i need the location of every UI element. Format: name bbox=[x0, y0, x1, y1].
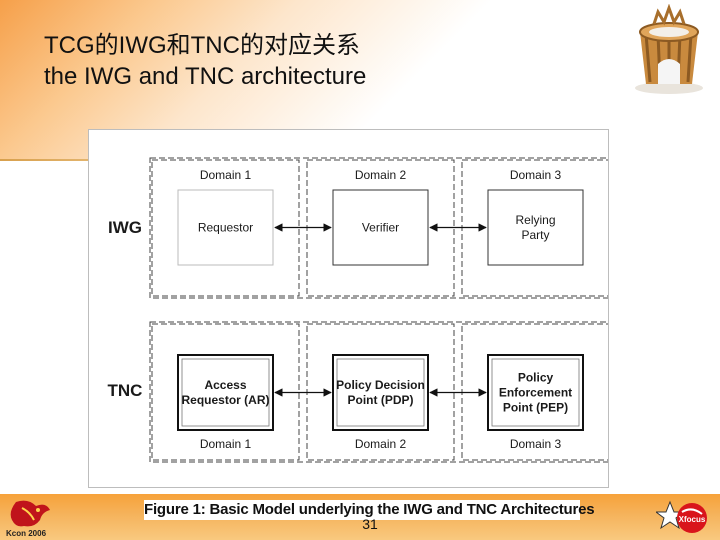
component-label-iwg-1: Requestor bbox=[198, 221, 253, 235]
row-label-tnc: TNC bbox=[108, 381, 143, 400]
component-inner-border-tnc-3 bbox=[491, 358, 580, 427]
component-label-tnc-1: Requestor (AR) bbox=[181, 393, 269, 407]
component-box-iwg-3 bbox=[487, 189, 584, 266]
component-box-tnc-1 bbox=[177, 354, 274, 431]
domain-label-iwg-3: Domain 3 bbox=[510, 168, 562, 182]
component-box-tnc-3 bbox=[487, 354, 584, 431]
row-label-iwg: IWG bbox=[108, 218, 142, 237]
figure-caption-box: Figure 1: Basic Model underlying the IWG… bbox=[144, 500, 595, 520]
figure-caption: Figure 1: Basic Model underlying the IWG… bbox=[144, 501, 595, 518]
event-logo-icon bbox=[10, 500, 51, 527]
component-label-tnc-3: Policy bbox=[518, 371, 554, 385]
component-label-iwg-3: Party bbox=[521, 228, 549, 242]
component-box-tnc-2 bbox=[332, 354, 429, 431]
component-box-iwg-2 bbox=[332, 189, 429, 266]
title-line-2: the IWG and TNC architecture bbox=[44, 63, 367, 90]
event-logo-text: Kcon 2006 bbox=[6, 529, 47, 538]
component-label-iwg-3: Relying bbox=[515, 213, 555, 227]
component-inner-border-tnc-1 bbox=[181, 358, 270, 427]
component-box-iwg-1 bbox=[177, 189, 274, 266]
sponsor-logo-icon: Xfocus bbox=[656, 500, 707, 533]
domain-label-tnc-2: Domain 2 bbox=[355, 437, 407, 451]
component-label-tnc-2: Point (PDP) bbox=[348, 393, 414, 407]
component-label-tnc-2: Policy Decision bbox=[336, 378, 425, 392]
tower-logo-icon bbox=[635, 4, 703, 94]
sponsor-logo-text: Xfocus bbox=[679, 515, 706, 524]
component-inner-border-tnc-2 bbox=[336, 358, 425, 427]
domain-label-tnc-1: Domain 1 bbox=[200, 437, 252, 451]
component-label-tnc-3: Enforcement bbox=[499, 386, 572, 400]
domain-region-tnc-1 bbox=[151, 323, 300, 461]
domain-label-iwg-1: Domain 1 bbox=[200, 168, 252, 182]
page-number: 31 bbox=[362, 516, 378, 532]
row-frame-tnc bbox=[149, 321, 608, 463]
domain-region-iwg-1 bbox=[151, 159, 300, 297]
domain-label-iwg-2: Domain 2 bbox=[355, 168, 407, 182]
component-label-tnc-1: Access bbox=[204, 378, 246, 392]
component-label-iwg-2: Verifier bbox=[362, 221, 399, 235]
title-line-1: TCG的IWG和TNC的对应关系 bbox=[44, 32, 360, 59]
component-label-tnc-3: Point (PEP) bbox=[503, 401, 568, 415]
row-frame-iwg bbox=[149, 157, 608, 299]
domain-label-tnc-3: Domain 3 bbox=[510, 437, 562, 451]
slide-title: TCG的IWG和TNC的对应关系 the IWG and TNC archite… bbox=[44, 30, 366, 92]
